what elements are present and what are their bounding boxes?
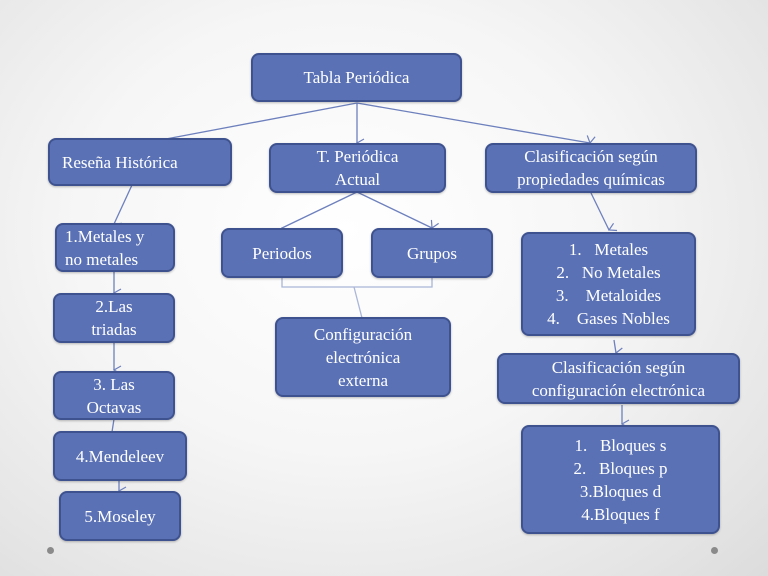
node-line: no metales [65,249,139,269]
connector-current-to-groups [356,191,439,230]
node-line: Configuración [313,324,413,344]
list-item: 3.Bloques d [579,481,662,501]
node-lista-bloques: 1. Bloques s 2. Bloques p 3.Bloques d 4.… [521,425,720,534]
node-line: 3. Las [93,374,135,394]
node-line: triadas [91,320,137,339]
node-tabla-periodica: Tabla Periódica [251,53,462,102]
node-line: configuración electrónica [531,380,706,400]
node-label: Grupos [406,243,458,263]
node-line: Actual [334,170,381,189]
node-line: 4.Mendeleev [75,446,165,466]
list-item: 3. Metaloides [555,286,662,305]
node-label: Tabla Periódica [303,68,410,87]
node-line: Octavas [86,397,142,417]
decorative-dot-left [47,547,54,554]
bracket-periods-groups [281,277,433,288]
node-step-moseley: 5.Moseley [59,491,181,541]
node-configuracion-electronica-externa: Configuración electrónica externa [275,317,451,397]
list-item: 2. Bloques p [573,458,668,478]
node-line: 5.Moseley [84,506,156,526]
node-periodos: Periodos [221,228,343,278]
connector-root-to-historical [146,102,358,150]
list-item: 4.Bloques f [581,504,660,524]
node-line: Clasificación según [551,357,686,377]
node-tabla-periodica-actual: T. Periódica Actual [269,143,446,193]
node-line: T. Periódica [316,147,399,166]
connector-list-to-electronic [613,339,624,357]
node-step-mendeleev: 4.Mendeleev [53,431,187,481]
node-line: Clasificación según [524,147,658,166]
node-lista-propiedades-quimicas: 1. Metales 2. No Metales 3. Metaloides 4… [521,232,696,336]
node-line: 2.Las [95,297,133,316]
list-item: 1. Metales [568,240,649,259]
connector-bracket-to-configuration [353,286,363,319]
node-step-metales-no-metales: 1.Metales y no metales [55,223,175,272]
node-step-triadas: 2.Las triadas [53,293,175,343]
node-label: Reseña Histórica [62,152,178,172]
node-clasificacion-configuracion-electronica: Clasificación según configuración electr… [497,353,740,404]
node-line: externa [337,370,389,390]
connector-historical-to-step1 [112,184,133,231]
connector-step3-to-step4 [111,418,115,433]
node-line: electrónica [325,347,401,367]
node-clasificacion-propiedades-quimicas: Clasificación según propiedades químicas [485,143,697,193]
node-line: 1.Metales y [65,226,145,246]
connector-root-to-classification [356,102,596,145]
node-label: Periodos [252,243,312,263]
node-line: propiedades químicas [517,170,665,189]
connector-current-to-periods [280,191,358,237]
list-item: 1. Bloques s [574,435,667,455]
node-grupos: Grupos [371,228,493,278]
node-step-octavas: 3. Las Octavas [53,371,175,420]
list-item: 4. Gases Nobles [547,309,670,328]
list-item: 2. No Metales [556,263,661,282]
connector-chemical-to-list [590,192,618,232]
node-resena-historica: Reseña Histórica [48,138,232,186]
decorative-dot-right [711,547,718,554]
